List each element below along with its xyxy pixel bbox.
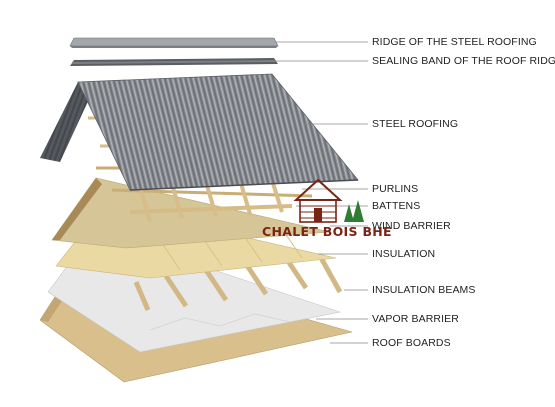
layer-sealing-band: [70, 58, 278, 66]
label-insulation-beams: INSULATION BEAMS: [372, 284, 476, 296]
leader-lines: [276, 41, 368, 344]
label-battens: BATTENS: [372, 200, 421, 212]
label-wind-barrier: WIND BARRIER: [372, 220, 451, 232]
layer-purlins: [88, 116, 284, 223]
chalet-logo-icon: [293, 178, 364, 223]
layer-steel-roofing: [40, 73, 359, 191]
watermark-text: CHALET BOIS BHE: [262, 224, 392, 239]
layer-wind-barrier: [51, 177, 331, 249]
layer-ridge: [69, 37, 279, 48]
label-steel-roofing: STEEL ROOFING: [372, 118, 459, 130]
label-roof-boards: ROOF BOARDS: [372, 337, 451, 349]
layer-insulation-beams: [133, 254, 343, 311]
label-insulation: INSULATION: [372, 248, 436, 260]
label-sealing-band: SEALING BAND OF THE ROOF RIDGE: [372, 55, 555, 67]
label-ridge: RIDGE OF THE STEEL ROOFING: [372, 36, 537, 48]
label-vapor-barrier: VAPOR BARRIER: [372, 313, 459, 325]
label-purlins: PURLINS: [372, 183, 419, 195]
